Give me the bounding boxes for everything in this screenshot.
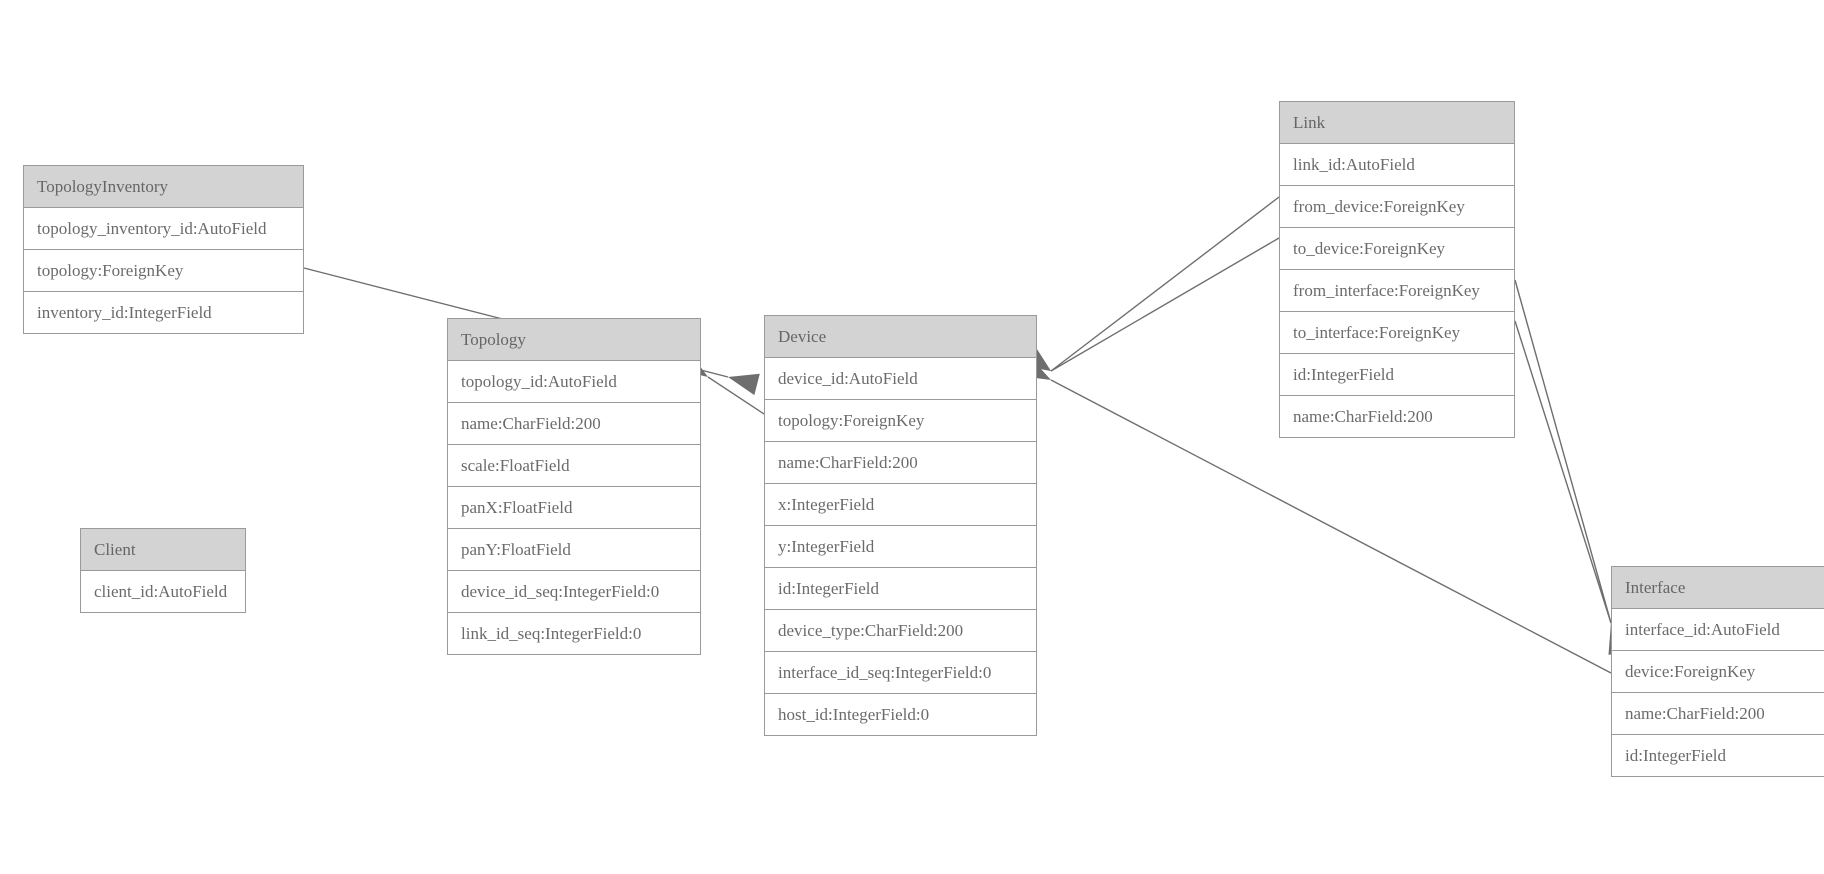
- attribute-row[interactable]: panY:FloatField: [448, 529, 700, 571]
- attribute-row[interactable]: name:CharField:200: [1612, 693, 1824, 735]
- attribute-row[interactable]: topology_inventory_id:AutoField: [24, 208, 303, 250]
- attribute-row[interactable]: id:IntegerField: [1612, 735, 1824, 776]
- entity-title-link: Link: [1280, 102, 1514, 144]
- relationship-line: [707, 376, 765, 415]
- relationship-line: [1514, 320, 1612, 624]
- attribute-row[interactable]: device:ForeignKey: [1612, 651, 1824, 693]
- attribute-row[interactable]: from_interface:ForeignKey: [1280, 270, 1514, 312]
- attribute-row[interactable]: from_device:ForeignKey: [1280, 186, 1514, 228]
- relationship-arrowhead: [728, 373, 760, 396]
- relationship-line: [1050, 237, 1280, 372]
- attribute-row[interactable]: id:IntegerField: [1280, 354, 1514, 396]
- relationship-line: [1514, 279, 1612, 624]
- attribute-row[interactable]: name:CharField:200: [448, 403, 700, 445]
- relationship-link-from_device-to-device: [1020, 196, 1280, 372]
- attribute-row[interactable]: interface_id_seq:IntegerField:0: [765, 652, 1036, 694]
- attribute-row[interactable]: inventory_id:IntegerField: [24, 292, 303, 333]
- attribute-row[interactable]: topology:ForeignKey: [24, 250, 303, 292]
- entity-title-device: Device: [765, 316, 1036, 358]
- attribute-row[interactable]: y:IntegerField: [765, 526, 1036, 568]
- relationship-line: [1050, 196, 1280, 372]
- attribute-row[interactable]: name:CharField:200: [1280, 396, 1514, 437]
- attribute-row[interactable]: host_id:IntegerField:0: [765, 694, 1036, 735]
- attribute-row[interactable]: panX:FloatField: [448, 487, 700, 529]
- attribute-row[interactable]: device_id:AutoField: [765, 358, 1036, 400]
- attribute-row[interactable]: device_type:CharField:200: [765, 610, 1036, 652]
- attribute-row[interactable]: scale:FloatField: [448, 445, 700, 487]
- attribute-row[interactable]: client_id:AutoField: [81, 571, 245, 612]
- attribute-row[interactable]: topology_id:AutoField: [448, 361, 700, 403]
- entity-attribute-list-client: client_id:AutoField: [81, 571, 245, 612]
- entity-title-interface: Interface: [1612, 567, 1824, 609]
- relationship-link-to_device-to-device: [1019, 237, 1280, 372]
- entity-title-topology: Topology: [448, 319, 700, 361]
- attribute-row[interactable]: link_id_seq:IntegerField:0: [448, 613, 700, 654]
- attribute-row[interactable]: device_id_seq:IntegerField:0: [448, 571, 700, 613]
- attribute-row[interactable]: x:IntegerField: [765, 484, 1036, 526]
- entity-title-topology_inventory: TopologyInventory: [24, 166, 303, 208]
- attribute-row[interactable]: to_interface:ForeignKey: [1280, 312, 1514, 354]
- attribute-row[interactable]: to_device:ForeignKey: [1280, 228, 1514, 270]
- attribute-row[interactable]: id:IntegerField: [765, 568, 1036, 610]
- entity-title-client: Client: [81, 529, 245, 571]
- attribute-row[interactable]: link_id:AutoField: [1280, 144, 1514, 186]
- attribute-row[interactable]: topology:ForeignKey: [765, 400, 1036, 442]
- attribute-row[interactable]: name:CharField:200: [765, 442, 1036, 484]
- attribute-row[interactable]: interface_id:AutoField: [1612, 609, 1824, 651]
